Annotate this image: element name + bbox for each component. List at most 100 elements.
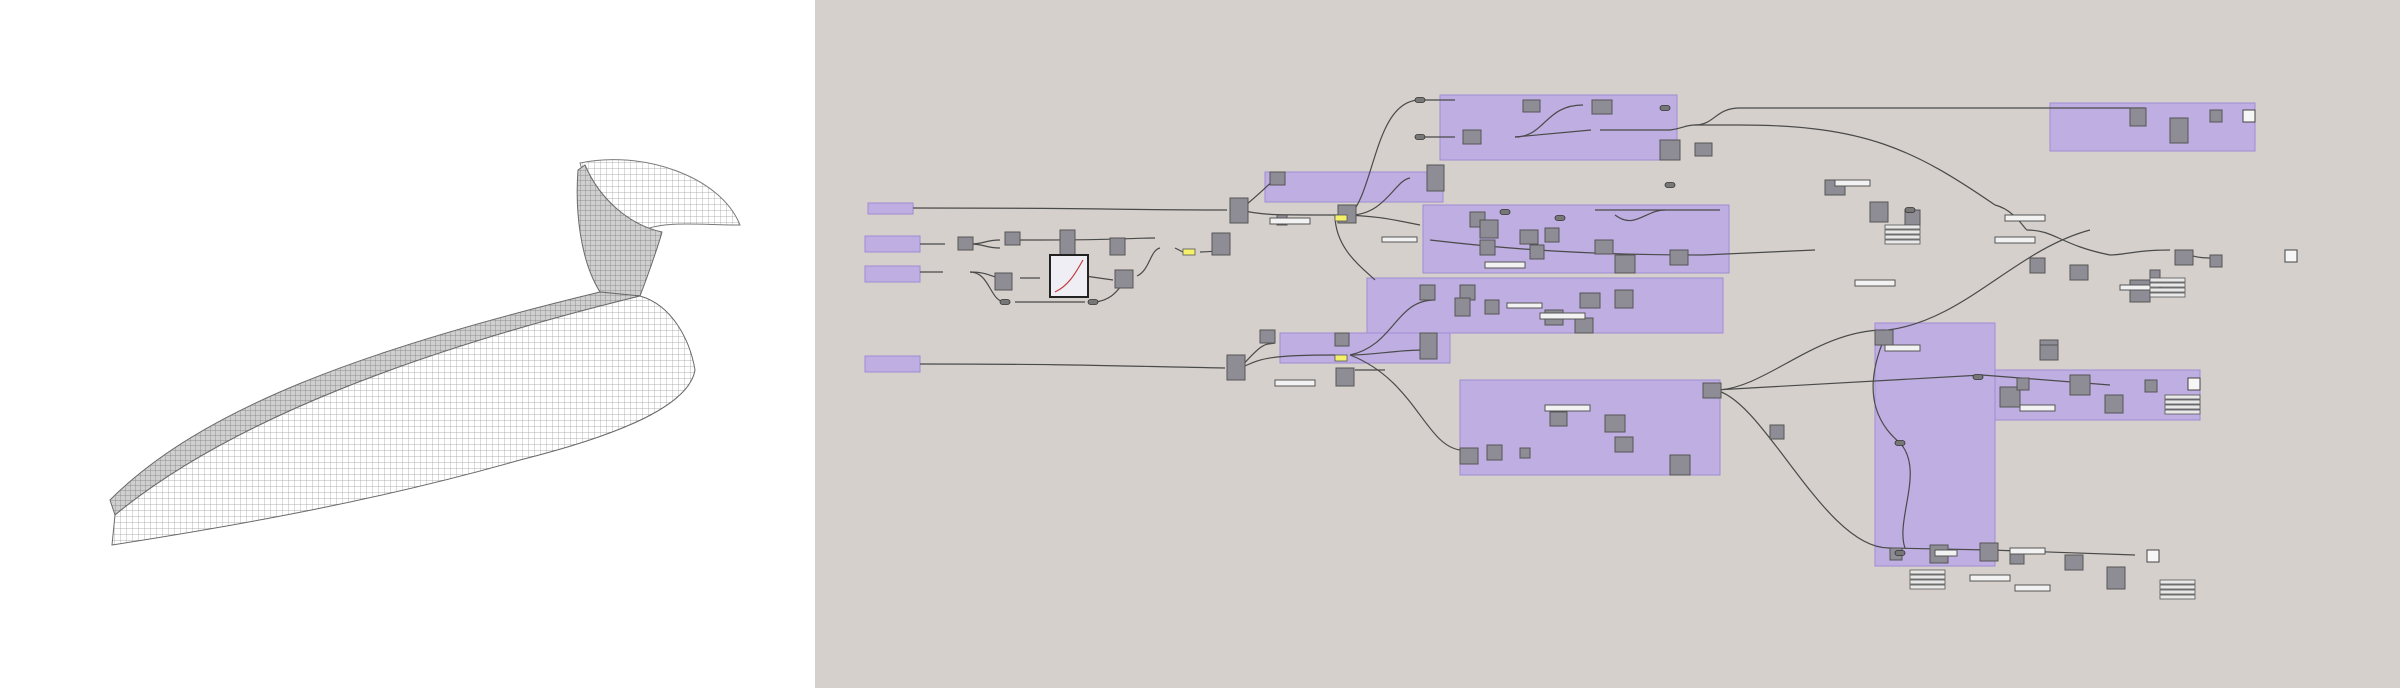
wire-relay[interactable] xyxy=(999,299,1011,305)
component-node[interactable] xyxy=(1484,299,1500,315)
component-node[interactable] xyxy=(1059,229,1076,256)
component-node[interactable] xyxy=(1519,447,1531,459)
component-node[interactable] xyxy=(2169,117,2189,144)
parameter-list[interactable] xyxy=(1909,584,1946,590)
number-slider-icon[interactable] xyxy=(1484,261,1526,269)
component-node[interactable] xyxy=(1874,329,1894,346)
component-node[interactable] xyxy=(1544,227,1560,243)
component-node[interactable] xyxy=(1669,454,1691,476)
wire-relay[interactable] xyxy=(1499,209,1511,215)
number-slider-icon[interactable] xyxy=(2014,584,2051,592)
number-slider-icon[interactable] xyxy=(1544,404,1591,412)
boolean-toggle[interactable] xyxy=(1334,214,1348,222)
component-node[interactable] xyxy=(1334,332,1350,347)
number-slider-icon[interactable] xyxy=(1506,302,1543,309)
component-node[interactable] xyxy=(1459,447,1479,465)
component-node[interactable] xyxy=(1591,99,1613,115)
number-slider-icon[interactable] xyxy=(1934,549,1958,557)
component-node[interactable] xyxy=(1549,411,1568,427)
component-node[interactable] xyxy=(1869,201,1889,223)
component-node[interactable] xyxy=(1604,414,1626,433)
component-node[interactable] xyxy=(2106,566,2126,590)
wire-relay[interactable] xyxy=(1894,440,1906,446)
parameter-list[interactable] xyxy=(2159,584,2196,590)
component-node[interactable] xyxy=(2174,249,2194,266)
number-slider-icon[interactable] xyxy=(1274,379,1316,387)
component-node[interactable] xyxy=(2016,377,2030,391)
component-node[interactable] xyxy=(1114,269,1134,289)
parameter-list[interactable] xyxy=(1909,569,1946,575)
wire-relay[interactable] xyxy=(1414,134,1426,140)
component-node[interactable] xyxy=(2129,279,2151,303)
component-node[interactable] xyxy=(994,272,1013,291)
wire-relay[interactable] xyxy=(1414,97,1426,103)
panel-output-icon[interactable] xyxy=(2242,109,2256,123)
component-node[interactable] xyxy=(1519,229,1539,245)
number-slider-icon[interactable] xyxy=(2119,284,2161,291)
wire-relay[interactable] xyxy=(1904,207,1916,213)
parameter-list[interactable] xyxy=(2149,277,2186,283)
rhino-viewport[interactable] xyxy=(0,0,815,688)
component-node[interactable] xyxy=(1479,239,1496,256)
grasshopper-canvas[interactable] xyxy=(815,0,2400,688)
component-node[interactable] xyxy=(1579,292,1601,309)
component-node[interactable] xyxy=(957,236,974,251)
parameter-list[interactable] xyxy=(1884,224,1921,230)
component-node[interactable] xyxy=(2104,394,2124,414)
component-node[interactable] xyxy=(2064,554,2084,571)
component-node[interactable] xyxy=(1229,197,1249,224)
component-node[interactable] xyxy=(1109,237,1126,256)
panel-output-icon[interactable] xyxy=(2284,249,2298,263)
number-slider-icon[interactable] xyxy=(1269,217,1311,225)
parameter-list[interactable] xyxy=(2164,399,2201,405)
component-node[interactable] xyxy=(1335,367,1355,387)
component-node[interactable] xyxy=(2029,257,2046,274)
component-node[interactable] xyxy=(1454,297,1471,317)
parameter-list[interactable] xyxy=(2149,287,2186,293)
parameter-list[interactable] xyxy=(2159,594,2196,600)
component-node[interactable] xyxy=(1269,171,1286,186)
number-slider-icon[interactable] xyxy=(1854,279,1896,287)
component-node[interactable] xyxy=(1614,436,1634,453)
component-node[interactable] xyxy=(1226,354,1246,381)
component-node[interactable] xyxy=(1211,232,1231,256)
wire-relay[interactable] xyxy=(1972,374,1984,380)
component-node[interactable] xyxy=(1979,542,1999,562)
component-node[interactable] xyxy=(1479,219,1499,239)
boolean-toggle[interactable] xyxy=(1334,354,1348,362)
panel-output-icon[interactable] xyxy=(2187,377,2201,391)
component-node[interactable] xyxy=(1769,424,1785,440)
component-node[interactable] xyxy=(1659,139,1681,161)
component-node[interactable] xyxy=(1574,317,1594,334)
parameter-list[interactable] xyxy=(1909,579,1946,585)
component-node[interactable] xyxy=(1426,164,1445,192)
component-node[interactable] xyxy=(1702,382,1722,399)
parameter-list[interactable] xyxy=(1909,574,1946,580)
number-slider-icon[interactable] xyxy=(2004,214,2046,222)
component-node[interactable] xyxy=(1614,254,1636,274)
parameter-list[interactable] xyxy=(2159,579,2196,585)
component-node[interactable] xyxy=(1522,99,1541,113)
number-slider-icon[interactable] xyxy=(1969,574,2011,582)
wire-relay[interactable] xyxy=(1659,105,1671,111)
node-graph[interactable] xyxy=(815,0,2400,688)
component-node[interactable] xyxy=(1004,231,1021,246)
component-node[interactable] xyxy=(2209,254,2223,268)
component-node[interactable] xyxy=(1419,332,1438,360)
parameter-list[interactable] xyxy=(2164,404,2201,410)
component-node[interactable] xyxy=(1462,129,1482,145)
parameter-list[interactable] xyxy=(1884,234,1921,240)
component-node[interactable] xyxy=(1486,444,1503,461)
components[interactable] xyxy=(957,97,2298,600)
parameter-list[interactable] xyxy=(2159,589,2196,595)
component-node[interactable] xyxy=(2144,379,2158,393)
wire-relay[interactable] xyxy=(1554,215,1566,221)
component-node[interactable] xyxy=(2039,344,2059,361)
wire-relay[interactable] xyxy=(1087,299,1099,305)
parameter-list[interactable] xyxy=(2164,409,2201,415)
parameter-list[interactable] xyxy=(2149,282,2186,288)
component-node[interactable] xyxy=(1999,386,2021,408)
panel-output-icon[interactable] xyxy=(2146,549,2160,563)
parameter-list[interactable] xyxy=(2164,394,2201,400)
number-slider-icon[interactable] xyxy=(1834,179,1871,187)
